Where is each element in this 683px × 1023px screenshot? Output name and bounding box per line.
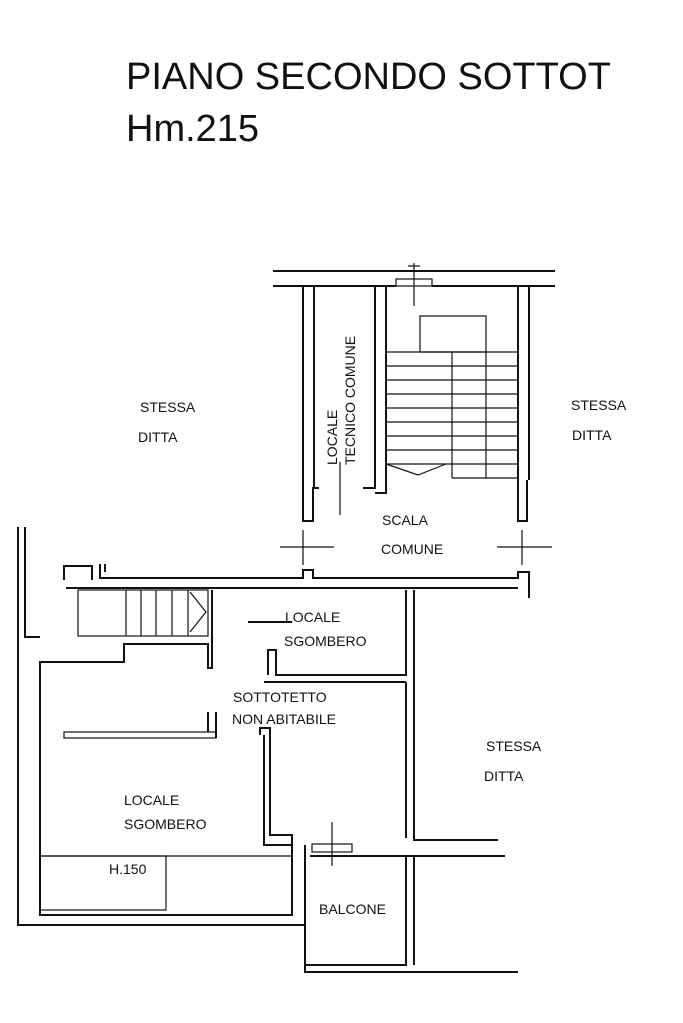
top-window <box>395 263 433 306</box>
label-locale-tecnico: LOCALE <box>324 410 340 465</box>
small-storage-walls <box>248 590 498 841</box>
secondary-stair <box>39 589 213 669</box>
label-balcone: BALCONE <box>319 901 386 917</box>
label-scala: SCALA <box>382 512 429 528</box>
label-stessa-ditta-right-2: DITTA <box>572 427 612 443</box>
label-scala-comune: COMUNE <box>381 541 443 557</box>
balcony-walls <box>304 822 505 966</box>
label-stessa-ditta-bottom-2: DITTA <box>484 768 524 784</box>
label-sgombero-large: SGOMBERO <box>124 816 207 832</box>
label-locale-small: LOCALE <box>285 609 340 625</box>
label-height-150: H.150 <box>109 861 147 877</box>
corridor-wall <box>99 564 530 598</box>
label-stessa-ditta-bottom: STESSA <box>486 738 542 754</box>
label-locale-large: LOCALE <box>124 792 179 808</box>
corridor-marks <box>280 462 552 565</box>
label-stessa-ditta-left: STESSA <box>140 399 196 415</box>
label-non-abitabile: NON ABITABILE <box>232 711 336 727</box>
label-stessa-ditta-left-2: DITTA <box>138 429 178 445</box>
plan-height-subtitle: Hm.215 <box>126 108 260 150</box>
plan-title: PIANO SECONDO SOTTOT <box>126 56 611 98</box>
label-locale-tecnico-2: TECNICO COMUNE <box>342 336 358 465</box>
height-150-box <box>39 855 292 911</box>
label-sgombero-small: SGOMBERO <box>284 633 367 649</box>
partition-walls <box>63 682 407 846</box>
main-stair <box>385 315 518 479</box>
label-sottotetto: SOTTOTETTO <box>233 689 327 705</box>
label-stessa-ditta-right: STESSA <box>571 397 627 413</box>
west-walls <box>17 527 518 973</box>
stairwell-walls <box>302 286 530 522</box>
